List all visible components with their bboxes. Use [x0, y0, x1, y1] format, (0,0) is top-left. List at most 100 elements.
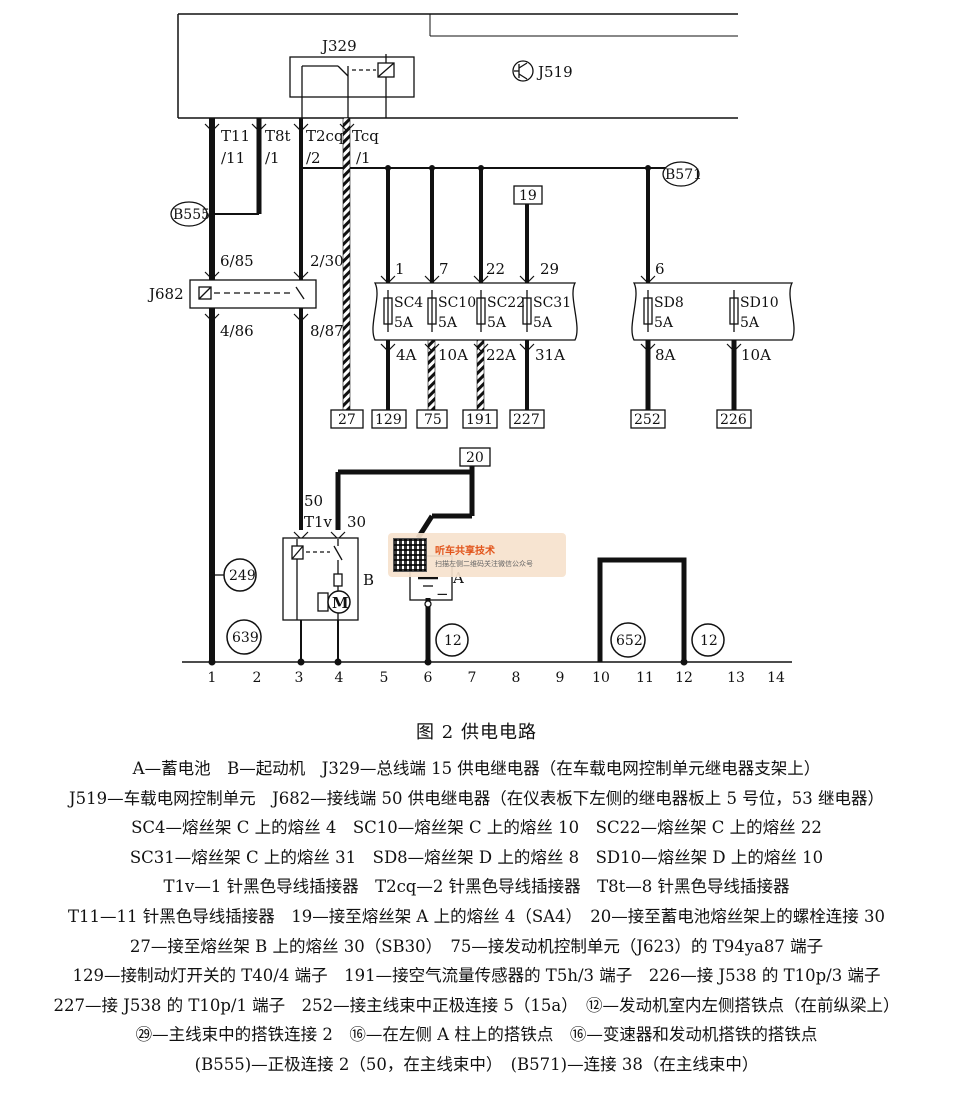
j682-relay	[189, 279, 317, 309]
j329-label: J329	[320, 37, 357, 55]
fuse-sc22-rating: 5A	[487, 315, 507, 331]
ruler-number: 7	[468, 670, 477, 686]
fuse-sd10: SD10	[740, 295, 779, 311]
fuse-out-sd10-10a: 10A	[741, 346, 771, 364]
legend-line: (B555)—正极连接 2（50，在主线束中） (B571)—连接 38（在主线…	[194, 1054, 759, 1074]
box-227: 227	[513, 412, 540, 428]
fuse-sd8: SD8	[654, 295, 684, 311]
ruler-number: 8	[512, 670, 521, 686]
destination-boxes	[330, 185, 752, 467]
svg-text:M: M	[332, 594, 349, 612]
ground-652: 652	[610, 622, 646, 658]
box-252: 252	[634, 412, 661, 428]
wires	[182, 118, 792, 663]
legend: A—蓄电池 B—起动机 J329—总线端 15 供电继电器（在车载电网控制单元继…	[0, 754, 953, 1080]
t2cq-pin-label: /2	[306, 149, 321, 167]
legend-line: ㉙—主线束中的搭铁连接 2 ⑯—在左侧 A 柱上的搭铁点 ⑯—变速器和发动机搭铁…	[135, 1025, 818, 1045]
legend-line: 27—接至熔丝架 B 上的熔丝 30（SB30） 75—接发动机控制单元（J62…	[129, 936, 824, 956]
box-226: 226	[720, 412, 747, 428]
ruler-number: 9	[556, 670, 565, 686]
svg-text:B555: B555	[173, 207, 210, 223]
j682-label: J682	[147, 285, 184, 303]
fuse-sc31-rating: 5A	[533, 315, 553, 331]
legend-line: J519—车载电网控制单元 J682—接线端 50 供电继电器（在仪表板下左侧的…	[69, 788, 884, 808]
j519-label: J519	[536, 63, 573, 81]
battery-minus: −	[436, 585, 449, 603]
fuse-out-31a: 31A	[535, 346, 565, 364]
watermark-subtitle: 扫描左侧二维码关注微信公众号	[435, 559, 533, 568]
fuse-sc22: SC22	[487, 295, 525, 311]
b571-node: B571	[662, 161, 702, 187]
fuse-in-1: 1	[395, 260, 405, 278]
box-19: 19	[519, 188, 537, 204]
fuse-sd10-rating: 5A	[740, 315, 760, 331]
fuse-in-7: 7	[439, 260, 449, 278]
svg-text:639: 639	[232, 630, 259, 646]
ruler-number: 3	[295, 670, 304, 686]
t11-pin-label: /11	[221, 149, 245, 167]
watermark-title: 听车共享技术	[435, 545, 495, 557]
fuse-out-4a: 4A	[396, 346, 417, 364]
box-27: 27	[338, 412, 356, 428]
fuse-panel-d	[631, 282, 795, 341]
t2cq-label: T2cq	[306, 127, 344, 145]
qr-code-icon	[393, 538, 427, 572]
fuse-in-6: 6	[655, 260, 665, 278]
ruler-number: 12	[675, 670, 693, 686]
legend-line: A—蓄电池 B—起动机 J329—总线端 15 供电继电器（在车载电网控制单元继…	[132, 759, 821, 778]
battery-icon	[409, 555, 453, 608]
tcq-label: Tcq	[352, 127, 379, 145]
transistor-icon	[512, 60, 534, 82]
box-75: 75	[424, 412, 442, 428]
ground-12-right: 12	[691, 623, 725, 657]
fuse-in-29: 29	[540, 260, 559, 278]
pin-50: 50	[304, 492, 323, 510]
junction-dots	[208, 165, 688, 666]
legend-line: SC4—熔丝架 C 上的熔丝 4 SC10—熔丝架 C 上的熔丝 10 SC22…	[131, 818, 822, 838]
pin-6-85: 6/85	[220, 252, 254, 270]
connector-marks	[204, 123, 742, 540]
fuse-sc4-rating: 5A	[394, 315, 414, 331]
svg-text:249: 249	[229, 568, 256, 584]
j329-relay	[289, 54, 415, 118]
legend-line: SC31—熔丝架 C 上的熔丝 31 SD8—熔丝架 D 上的熔丝 8 SD10…	[129, 847, 824, 867]
box-20: 20	[466, 450, 484, 466]
t8t-label: T8t	[265, 127, 291, 145]
b555-node: B555	[170, 201, 210, 227]
ruler-number: 5	[380, 670, 389, 686]
legend-line: 129—接制动灯开关的 T40/4 端子 191—接空气流量传感器的 T5h/3…	[72, 966, 881, 986]
legend-line: 227—接 J538 的 T10p/1 端子 252—接主线束中正极连接 5（1…	[53, 995, 900, 1015]
svg-text:B571: B571	[665, 167, 702, 183]
fuse-sc10: SC10	[438, 295, 476, 311]
ground-639: 639	[226, 619, 262, 655]
figure-caption: 图 2 供电电路	[416, 722, 537, 743]
svg-text:652: 652	[616, 633, 643, 649]
ruler-number: 13	[727, 670, 745, 686]
fuse-panel-c	[372, 282, 578, 341]
fuse-sc10-rating: 5A	[438, 315, 458, 331]
ruler-number: 14	[767, 670, 785, 686]
ruler-number: 6	[424, 670, 433, 686]
ruler-number: 11	[636, 670, 654, 686]
fuse-symbols	[383, 290, 739, 332]
t8t-pin-label: /1	[265, 149, 280, 167]
fuse-out-22a: 22A	[486, 346, 516, 364]
legend-line: T11—11 针黑色导线插接器 19—接至熔丝架 A 上的熔丝 4（SA4） 2…	[67, 906, 886, 926]
j519-control-unit	[177, 13, 738, 119]
power-supply-circuit-diagram: J519 J329	[147, 13, 795, 686]
ruler-number: 1	[208, 670, 217, 686]
pin-8-87: 8/87	[310, 322, 344, 340]
ruler-number: 10	[592, 670, 610, 686]
ground-249: 249	[209, 558, 257, 592]
starter-label: B	[363, 571, 374, 589]
fuse-in-22: 22	[486, 260, 505, 278]
t11-label: T11	[221, 127, 250, 145]
ruler-number: 2	[253, 670, 262, 686]
legend-line: T1v—1 针黑色导线插接器 T2cq—2 针黑色导线插接器 T8t—8 针黑色…	[163, 877, 790, 897]
box-129: 129	[375, 412, 402, 428]
fuse-sd8-rating: 5A	[654, 315, 674, 331]
fuse-out-8a: 8A	[655, 346, 676, 364]
tcq-pin-label: /1	[356, 149, 371, 167]
motor-icon: M	[317, 590, 351, 614]
